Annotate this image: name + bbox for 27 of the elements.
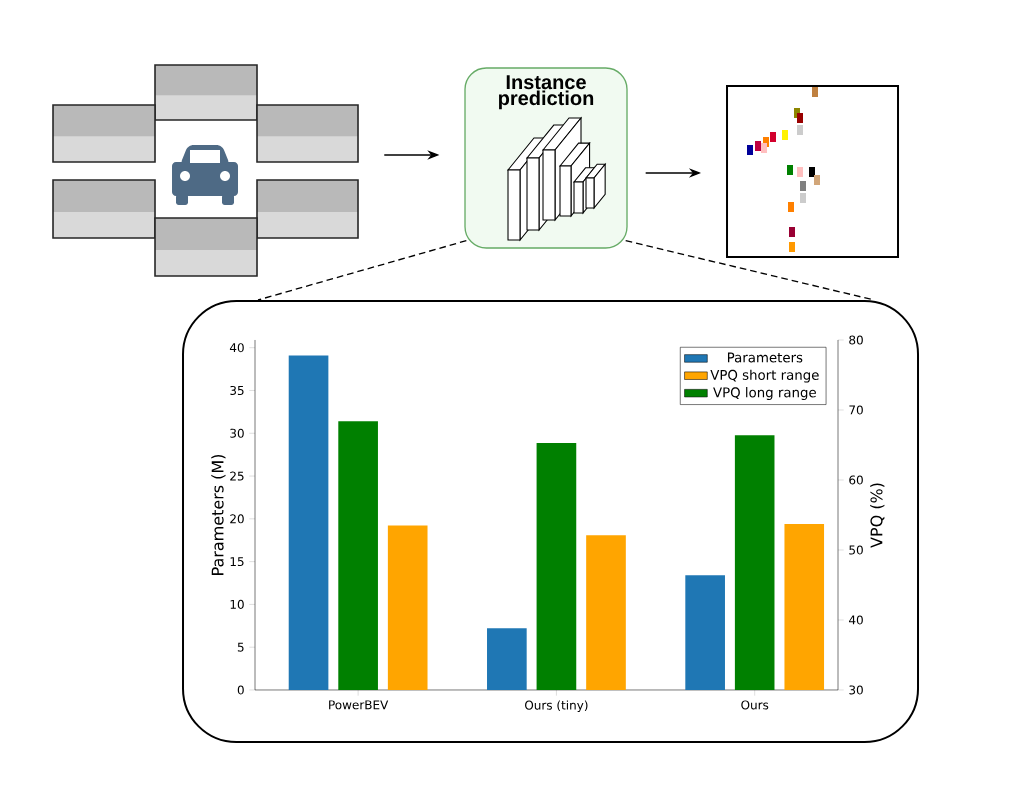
bev-map-drawing [726,85,899,258]
y-tick-label: 25 [230,471,244,481]
process-box: Instance prediction [464,67,628,249]
y2-tick-label: 70 [849,405,863,415]
y-tick-label: 35 [230,385,244,396]
y-tick-label: 5 [237,642,244,652]
y-axis-title: Parameters (M) [211,454,226,575]
y2-axis-title: VPQ (%) [870,483,885,548]
y2-tick-label: 50 [849,545,863,555]
y2-tick-label: 60 [849,475,863,485]
y2-tick-label: 80 [849,335,863,345]
legend-label: VPQ long range [713,387,816,401]
y2-tick-label: 40 [849,615,863,625]
y-tick-label: 15 [230,557,244,567]
x-tick-label: PowerBEV [329,700,389,710]
y-tick-label: 40 [229,343,244,353]
legend-label: VPQ short range [710,369,819,383]
y-tick-label: 10 [230,599,244,609]
camera-views-drawing [52,64,359,277]
y2-tick-label: 30 [849,685,863,695]
y-tick-label: 20 [230,514,244,524]
x-tick-label: Ours [741,700,769,710]
x-tick-label: Ours (tiny) [525,700,588,712]
y-tick-label: 30 [230,428,244,438]
y-tick-label: 0 [237,685,244,695]
dashed-line [257,240,467,301]
legend-label: Parameters [727,352,803,363]
